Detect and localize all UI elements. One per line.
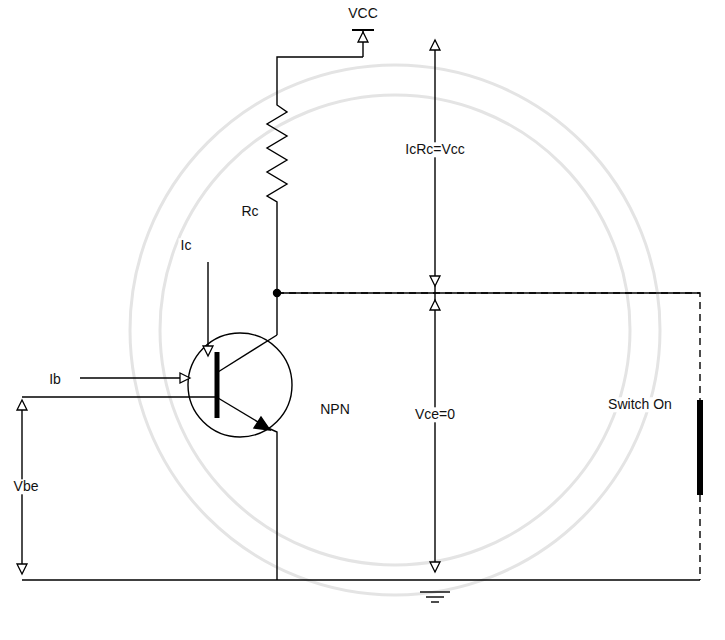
signal-label: Ic bbox=[179, 238, 194, 253]
ground-symbol bbox=[426, 596, 444, 597]
signal-label: Vbe bbox=[12, 479, 41, 494]
arrowhead bbox=[430, 300, 440, 310]
ground-symbol bbox=[420, 591, 450, 592]
signal-label: Vce=0 bbox=[413, 407, 457, 422]
wire bbox=[268, 428, 277, 580]
arrowhead bbox=[430, 562, 440, 572]
arrowhead bbox=[203, 346, 213, 356]
watermark bbox=[130, 65, 660, 595]
signal-label: Rc bbox=[239, 204, 260, 219]
base-bar bbox=[215, 352, 220, 418]
arrowhead bbox=[430, 276, 440, 286]
arrowhead bbox=[17, 564, 27, 574]
arrowhead bbox=[180, 373, 190, 383]
wire bbox=[277, 292, 700, 293]
switch-dashed-wire bbox=[699, 495, 700, 580]
emitter-arrow bbox=[254, 417, 270, 430]
switch-symbol bbox=[697, 400, 703, 495]
ic-arrow bbox=[207, 262, 208, 352]
signal-label: VCC bbox=[346, 6, 380, 21]
ground-symbol bbox=[431, 601, 439, 602]
collector-lead bbox=[218, 335, 277, 372]
wire bbox=[276, 212, 277, 335]
arrowhead bbox=[430, 40, 440, 50]
signal-label: Ib bbox=[47, 372, 63, 387]
resistor-symbol bbox=[267, 95, 287, 212]
signal-label: IcRc=Vcc bbox=[403, 142, 467, 157]
transistor-circle bbox=[188, 333, 292, 437]
wire bbox=[277, 57, 363, 95]
signal-label: NPN bbox=[318, 402, 352, 417]
arrowhead bbox=[358, 32, 368, 42]
wire bbox=[22, 579, 700, 580]
ib-arrow bbox=[80, 377, 186, 378]
arrowheads bbox=[17, 32, 440, 574]
base-wire bbox=[22, 396, 217, 397]
junction-dot bbox=[274, 290, 281, 297]
signal-label: Switch On bbox=[606, 397, 674, 412]
arrowhead bbox=[17, 400, 27, 410]
switch-dashed-wire bbox=[277, 293, 700, 400]
